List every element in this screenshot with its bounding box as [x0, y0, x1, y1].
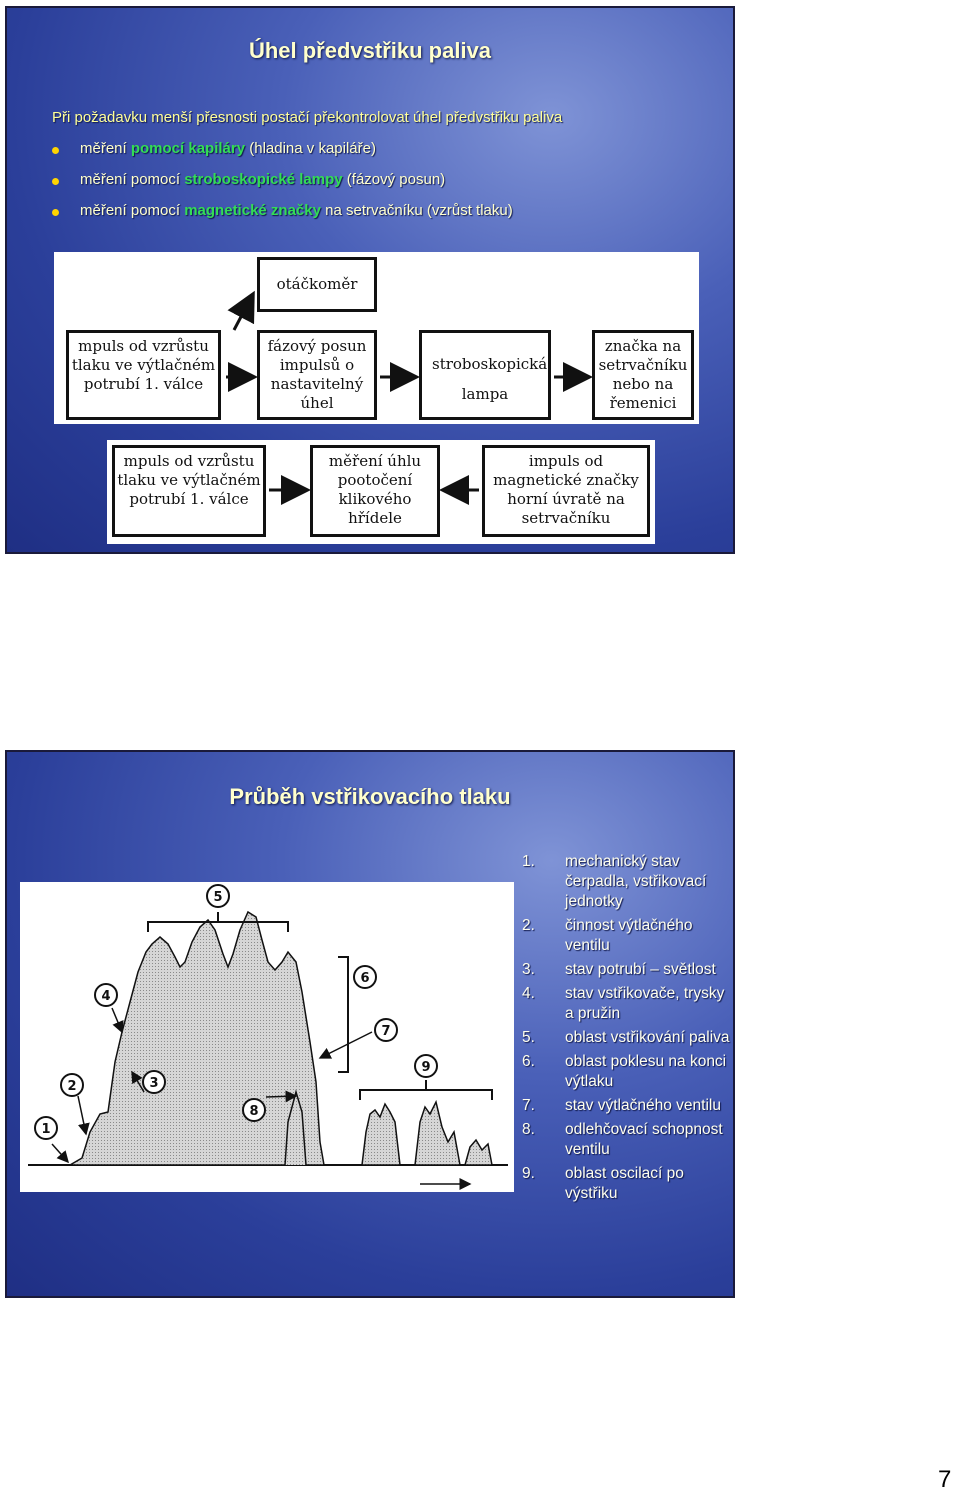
magnetic-impulse-box: impuls od magnetické značky horní úvratě…	[482, 445, 650, 537]
label-3: 3	[142, 1070, 166, 1094]
svg-text:2: 2	[67, 1079, 76, 1094]
diagram-arrows	[226, 290, 593, 392]
crankshaft-angle-box: měření úhlu pootočení klikového hřídele	[310, 445, 440, 537]
label-7: 7	[374, 1018, 398, 1042]
page-number: 7	[938, 1466, 952, 1493]
svg-text:7: 7	[381, 1024, 390, 1039]
list-item: 2.činnost výtlačného ventilu	[522, 917, 693, 954]
list-item: 3.stav potrubí – světlost	[522, 961, 716, 978]
label-1: 1	[34, 1116, 58, 1140]
svg-text:9: 9	[421, 1060, 430, 1075]
list-item: 5.oblast vstřikování paliva	[522, 1029, 730, 1046]
list-item: 4.stav vstřikovače, trysky a pružin	[522, 985, 725, 1022]
bullet-icon	[52, 209, 59, 216]
list-item: 7.stav výtlačného ventilu	[522, 1097, 721, 1114]
flywheel-mark-box: značka na setrvačníku nebo na řemenici	[592, 330, 694, 420]
list-item: měření pomocí kapiláry (hladina v kapilá…	[52, 140, 513, 171]
list-item: 8.odlehčovací schopnost ventilu	[522, 1121, 723, 1158]
label-5: 5	[206, 884, 230, 908]
svg-text:4: 4	[101, 989, 110, 1004]
list-item: měření pomocí magnetické značky na setrv…	[52, 202, 513, 233]
stroboscope-flow-diagram: otáčkoměr mpuls od vzrůstu tlaku ve výtl…	[54, 252, 699, 424]
diagram-arrows-2	[269, 475, 479, 505]
svg-text:5: 5	[213, 890, 222, 905]
list-item: měření pomocí stroboskopické lampy (fázo…	[52, 171, 513, 202]
label-6: 6	[353, 965, 377, 989]
pressure-impulse-box-2: mpuls od vzrůstu tlaku ve výtlačném potr…	[112, 445, 266, 537]
pressure-curve-figure: 1 2 3 4 5 6 7 8 9	[20, 882, 514, 1192]
label-8: 8	[242, 1098, 266, 1122]
label-9: 9	[414, 1054, 438, 1078]
list-item: 1.mechanický stav čerpadla, vstřikovací …	[522, 853, 707, 910]
list-item: 6.oblast poklesu na konci výtlaku	[522, 1053, 727, 1090]
slide-title: Průběh vstřikovacího tlaku	[229, 784, 511, 809]
label-2: 2	[60, 1073, 84, 1097]
intro-text: Při požadavku menší přesnosti postačí př…	[52, 109, 563, 126]
phase-shift-box: fázový posun impulsů o nastavitelný úhel	[257, 330, 377, 420]
magnetic-mark-diagram: mpuls od vzrůstu tlaku ve výtlačném potr…	[107, 440, 655, 544]
svg-text:3: 3	[149, 1076, 158, 1091]
bullet-icon	[52, 178, 59, 185]
stroboscopic-lamp-box: stroboskopická lampa	[419, 330, 551, 420]
tachometer-box: otáčkoměr	[257, 257, 377, 312]
svg-text:1: 1	[41, 1122, 50, 1137]
label-4: 4	[94, 983, 118, 1007]
pressure-impulse-box: mpuls od vzrůstu tlaku ve výtlačném potr…	[66, 330, 221, 420]
bullet-icon	[52, 147, 59, 154]
pressure-curve-graph: 1 2 3 4 5 6 7 8 9	[28, 884, 508, 1190]
slide-title: Úhel předvstřiku paliva	[248, 38, 492, 63]
svg-text:6: 6	[360, 971, 369, 986]
list-item: 9.oblast oscilací po výstřiku	[522, 1165, 684, 1202]
slide-injection-advance-angle: Úhel předvstřiku paliva Při požadavku me…	[5, 6, 735, 554]
slide-injection-pressure: Průběh vstřikovacího tlaku	[5, 750, 735, 1298]
legend-list: 1.mechanický stav čerpadla, vstřikovací …	[522, 852, 733, 1208]
svg-text:8: 8	[249, 1104, 258, 1119]
method-list: měření pomocí kapiláry (hladina v kapilá…	[52, 140, 513, 233]
